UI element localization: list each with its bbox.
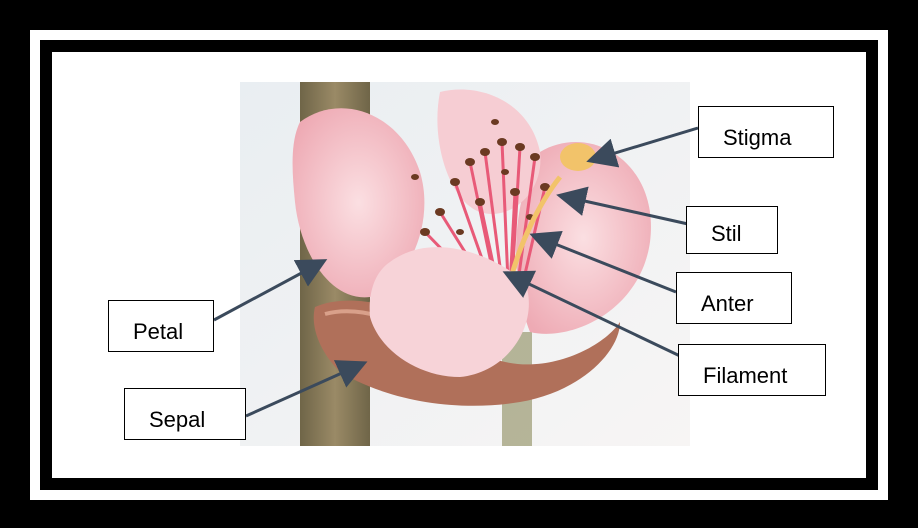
- flower-photo: [240, 82, 690, 446]
- label-stil: Stil: [686, 206, 778, 254]
- label-stigma: Stigma: [698, 106, 834, 158]
- label-sepal: Sepal: [124, 388, 246, 440]
- label-filament: Filament: [678, 344, 826, 396]
- label-anter: Anter: [676, 272, 792, 324]
- stigma: [560, 143, 596, 171]
- label-petal: Petal: [108, 300, 214, 352]
